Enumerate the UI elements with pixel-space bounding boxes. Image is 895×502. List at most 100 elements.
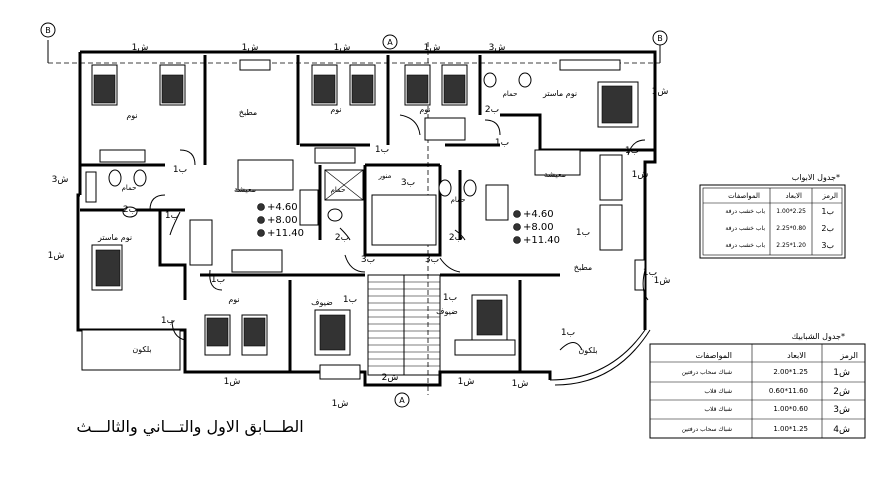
- windows-row-dims: 2.00*1.25: [773, 368, 808, 376]
- door-tag: ب1: [375, 145, 389, 155]
- floor-plan-title: الطـــابق الاول والتـــاني والثالـــث: [76, 417, 303, 437]
- window-tags: ش1 ش1 ش1 ش1 ش3 ش3 ش1 ش1 ش1 ش2 ش1 ش1 ش1 ش…: [48, 43, 671, 409]
- door-tag: ب1: [576, 228, 590, 238]
- section-marker-b-left: B: [45, 26, 51, 35]
- room-label-kitchen: مطبخ: [239, 108, 257, 117]
- doors-row-dims: 2.25*1.20: [776, 242, 806, 249]
- window-tag: ش1: [334, 43, 351, 53]
- room-label-ventilation: منور: [378, 172, 392, 180]
- windows-row-spec: شباك قلاب: [704, 406, 732, 413]
- room-label-balcony: بلكون: [132, 345, 151, 354]
- room-label-guests: ضيوف: [436, 307, 458, 316]
- room-label-bedroom: نوم: [330, 105, 341, 114]
- door-tag: ب2: [485, 105, 499, 115]
- windows-header-spec: المواصفات: [696, 351, 732, 360]
- window-tag: ش3: [52, 175, 69, 185]
- window-tag: ش1: [458, 377, 475, 387]
- windows-row-dims: 0.60*11.60: [769, 387, 808, 395]
- door-tag: ب1: [643, 268, 657, 278]
- room-label-bedroom: نوم: [126, 111, 137, 120]
- door-tag: ب1: [173, 165, 187, 175]
- windows-header-dims: الابعاد: [787, 351, 806, 360]
- windows-row-dims: 1.00*0.60: [773, 405, 808, 413]
- outer-walls: [76, 50, 657, 387]
- doors-row-spec: باب خشب درفة: [725, 208, 765, 215]
- section-line-b: B B: [40, 22, 668, 64]
- room-label-kitchen: مطبخ: [574, 263, 592, 272]
- window-tag: ش1: [652, 87, 669, 97]
- windows-row-code: ش3: [833, 405, 850, 415]
- door-tags: ب1 ب1 ب2 ب1 ب2 ب1 ب1 ب2 ب2 ب3 ب3 ب3 ب1 ب…: [123, 105, 657, 338]
- doors-table: جدول الابواب* الرمز الابعاد المواصفات ب1…: [699, 173, 846, 259]
- window-tag: ش1: [224, 377, 241, 387]
- staircase: [324, 169, 441, 376]
- room-label-bath: حمام: [503, 90, 518, 98]
- doors-row-spec: باب خشب درفة: [725, 242, 765, 249]
- door-tag: ب1: [625, 146, 639, 156]
- level-label: +4.60: [267, 202, 298, 213]
- doors-table-title: جدول الابواب*: [792, 173, 840, 182]
- window-tag: ش1: [242, 43, 259, 53]
- doors-header-code: الرمز: [821, 192, 838, 200]
- door-tag: ب2: [123, 205, 137, 215]
- windows-row-code: ش2: [833, 387, 850, 397]
- windows-row-code: ش4: [833, 425, 850, 435]
- door-tag: ب1: [161, 316, 175, 326]
- room-label-bath: حمام: [331, 186, 346, 194]
- level-label: +11.40: [523, 235, 560, 246]
- window-tag: ش1: [512, 379, 529, 389]
- window-tag: ش2: [382, 373, 399, 383]
- beds: [91, 64, 639, 356]
- interior-walls: [80, 55, 655, 372]
- room-label-reception: معيشة: [234, 185, 256, 194]
- section-marker-b-right: B: [657, 34, 663, 43]
- room-label-guests: ضيوف: [311, 298, 333, 307]
- windows-table: جدول الشبابيك* الرمز الابعاد المواصفات ش…: [649, 332, 866, 439]
- room-label-bath: حمام: [122, 184, 137, 192]
- door-tag: ب1: [211, 275, 225, 285]
- window-tag: ش1: [132, 43, 149, 53]
- door-tag: ب2: [449, 233, 463, 243]
- room-label-master-bedroom: نوم ماستر: [542, 89, 577, 98]
- level-marks-left: +4.60 +8.00 +11.40: [257, 202, 304, 239]
- windows-row-dims: 1.00*1.25: [773, 425, 808, 433]
- door-swings: [149, 114, 649, 351]
- windows-row-spec: شباك قلاب: [704, 388, 732, 395]
- room-labels: نوم مطبخ نوم نوم نوم ماستر حمام حمام نوم…: [97, 89, 598, 355]
- room-label-reception: معيشة: [544, 170, 566, 179]
- windows-row-spec: شباك سحاب درفتين: [682, 426, 732, 433]
- door-tag: ب3: [361, 255, 375, 265]
- room-label-bath: حمام: [451, 196, 466, 204]
- doors-header-dims: الابعاد: [785, 192, 802, 200]
- doors-row-spec: باب خشب درفة: [725, 225, 765, 232]
- room-label-master-bedroom: نوم ماستر: [97, 233, 132, 242]
- level-label: +8.00: [523, 222, 554, 233]
- door-tag: ب1: [343, 295, 357, 305]
- window-tag: ش1: [48, 251, 65, 261]
- bathroom-fixtures: [85, 72, 532, 222]
- doors-row-dims: 1.00*2.25: [776, 208, 806, 215]
- room-label-balcony: بلكون: [578, 346, 597, 355]
- window-tag: ش1: [654, 276, 671, 286]
- level-label: +4.60: [523, 209, 554, 220]
- door-tag: ب3: [425, 255, 439, 265]
- level-label: +11.40: [267, 228, 304, 239]
- windows-row-spec: شباك سحاب درفتين: [682, 369, 732, 376]
- doors-row-code: ب1: [821, 207, 834, 216]
- section-marker-a-top: A: [387, 38, 393, 47]
- doors-row-dims: 2.25*0.80: [776, 225, 806, 232]
- windows-table-title: جدول الشبابيك*: [792, 332, 845, 341]
- windows-row-code: ش1: [833, 368, 850, 378]
- room-label-bedroom: نوم: [228, 295, 239, 304]
- window-tag: ش1: [424, 43, 441, 53]
- window-tag: ش1: [332, 399, 349, 409]
- door-tag: ب1: [443, 293, 457, 303]
- door-tag: ب1: [561, 328, 575, 338]
- doors-row-code: ب3: [821, 241, 834, 250]
- window-tag: ش1: [632, 170, 649, 180]
- door-tag: ب3: [401, 178, 415, 188]
- room-label-bedroom: نوم: [419, 105, 430, 114]
- door-tag: ب1: [165, 211, 179, 221]
- level-marks-right: +4.60 +8.00 +11.40: [513, 209, 560, 246]
